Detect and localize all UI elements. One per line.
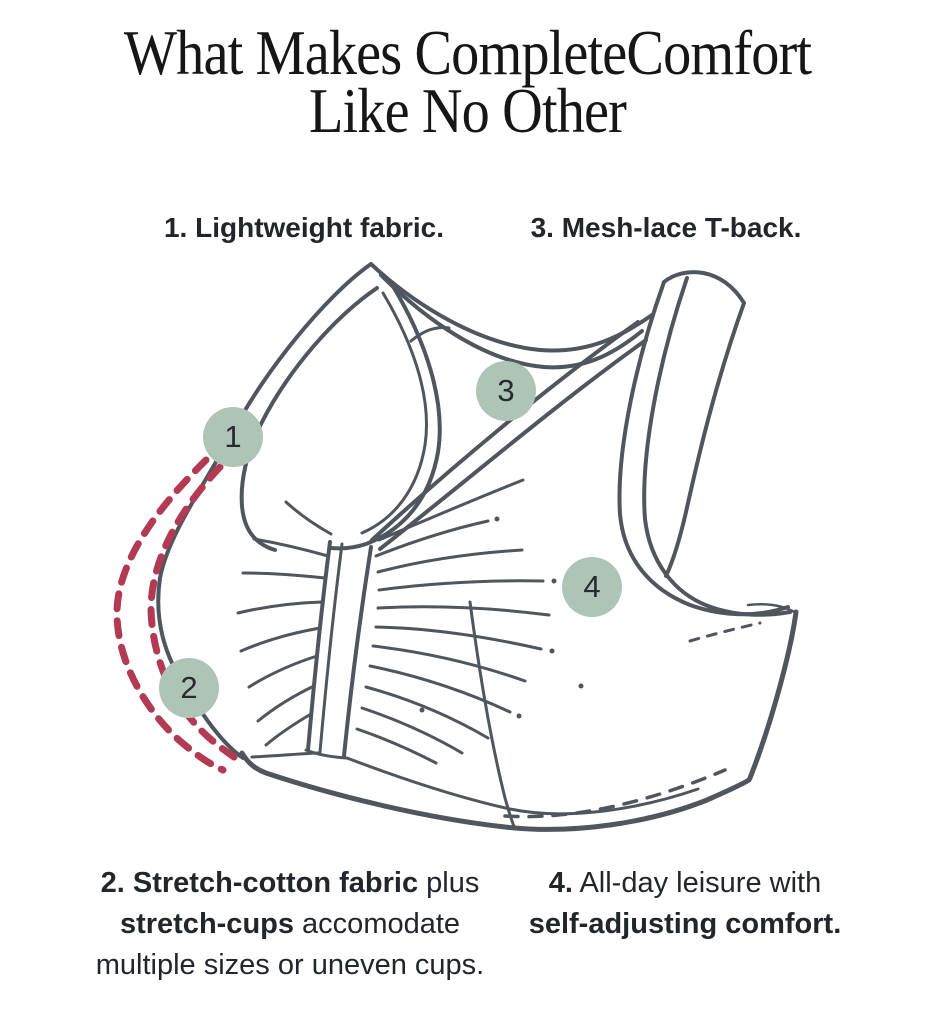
side-seam-and-armhole xyxy=(688,603,799,781)
annotation-line: 2. Stretch-cotton fabric plus xyxy=(100,867,480,899)
callout-marker-2: 2 xyxy=(159,658,219,718)
annotation-line: stretch-cups accomodate xyxy=(119,908,461,940)
annotation-stretch-cotton: 2. Stretch-cotton fabric plus stretch-cu… xyxy=(35,863,545,986)
bottom-band xyxy=(239,600,752,832)
callout-marker-3: 3 xyxy=(476,361,536,421)
right-strap xyxy=(617,270,792,617)
callout-number-2: 2 xyxy=(180,670,198,705)
stretch-dashed-lines xyxy=(113,456,238,774)
annotation-line: 4. All-day leisure with xyxy=(548,867,822,899)
annotation-all-day-leisure: 4. All-day leisure with self-adjusting c… xyxy=(490,863,880,945)
center-front-panel xyxy=(304,540,373,760)
callout-number-4: 4 xyxy=(583,569,601,604)
page-title: What Makes CompleteComfort Like No Other xyxy=(56,17,879,146)
callout-number-1: 1 xyxy=(224,419,242,454)
ruching-gather-lines xyxy=(236,478,584,765)
callout-marker-4: 4 xyxy=(562,557,622,617)
annotation-line: multiple sizes or uneven cups. xyxy=(95,949,485,981)
front-neckline-trim xyxy=(370,320,648,551)
feature-label-mesh-lace-t-back: 3. Mesh-lace T-back. xyxy=(530,212,802,243)
callout-number-3: 3 xyxy=(497,373,515,408)
title-line-1: What Makes CompleteComfort xyxy=(123,17,812,88)
annotation-line: self-adjusting comfort. xyxy=(528,908,842,940)
feature-label-lightweight-fabric: 1. Lightweight fabric. xyxy=(163,212,444,243)
callout-marker-1: 1 xyxy=(203,407,263,467)
title-line-2: Like No Other xyxy=(309,75,627,146)
